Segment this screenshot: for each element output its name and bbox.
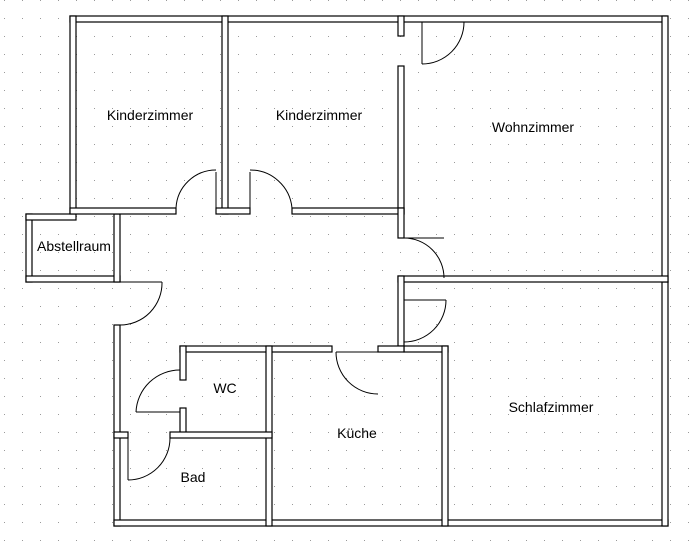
wall-segment <box>113 213 121 283</box>
door-swing-arc <box>119 281 163 326</box>
wall-segment <box>397 275 405 347</box>
room-label-schlafzimmer: Schlafzimmer <box>509 399 594 415</box>
room-label-kinderzimmer-1: Kinderzimmer <box>107 107 194 123</box>
wall-segment <box>25 213 77 221</box>
wall-segment <box>69 15 77 215</box>
door-swing-arc <box>421 21 465 65</box>
door-swing-arc <box>403 237 445 279</box>
room-label-wc: WC <box>213 380 236 396</box>
wall-segment <box>221 15 229 215</box>
wall-segment <box>377 345 405 353</box>
wall-segment <box>403 345 449 353</box>
door-swings <box>119 21 465 481</box>
wall-segment <box>397 275 669 283</box>
room-labels: Kinderzimmer Kinderzimmer Wohnzimmer Abs… <box>37 107 594 485</box>
room-label-kinderzimmer-2: Kinderzimmer <box>276 107 363 123</box>
wall-segment <box>69 15 668 23</box>
wall-segment <box>179 345 333 353</box>
wall-segment <box>69 207 177 215</box>
wall-segment <box>661 281 669 527</box>
wall-segment <box>25 275 121 283</box>
door-swing-arc <box>403 299 447 343</box>
wall-segment <box>113 324 121 527</box>
wall-segment <box>441 345 449 527</box>
walls <box>25 15 669 527</box>
room-label-abstellraum: Abstellraum <box>37 238 111 254</box>
door-swing-arc <box>335 351 379 395</box>
door-swing-arc <box>135 369 181 413</box>
wall-segment <box>397 65 405 215</box>
wall-segment <box>179 345 187 381</box>
room-label-bad: Bad <box>181 469 206 485</box>
wall-segment <box>113 431 129 439</box>
wall-segment <box>179 407 187 435</box>
door-swing-arc <box>175 169 217 209</box>
room-label-kueche: Küche <box>337 425 377 441</box>
wall-segment <box>215 207 251 215</box>
door-swing-arc <box>127 437 171 481</box>
wall-segment <box>113 519 669 527</box>
wall-segment <box>397 207 405 239</box>
door-swing-arc <box>249 169 293 209</box>
wall-segment <box>661 15 669 283</box>
wall-segment <box>169 431 273 439</box>
wall-segment <box>291 207 405 215</box>
room-label-wohnzimmer: Wohnzimmer <box>492 119 575 135</box>
wall-segment <box>25 213 33 283</box>
wall-segment <box>397 15 405 37</box>
